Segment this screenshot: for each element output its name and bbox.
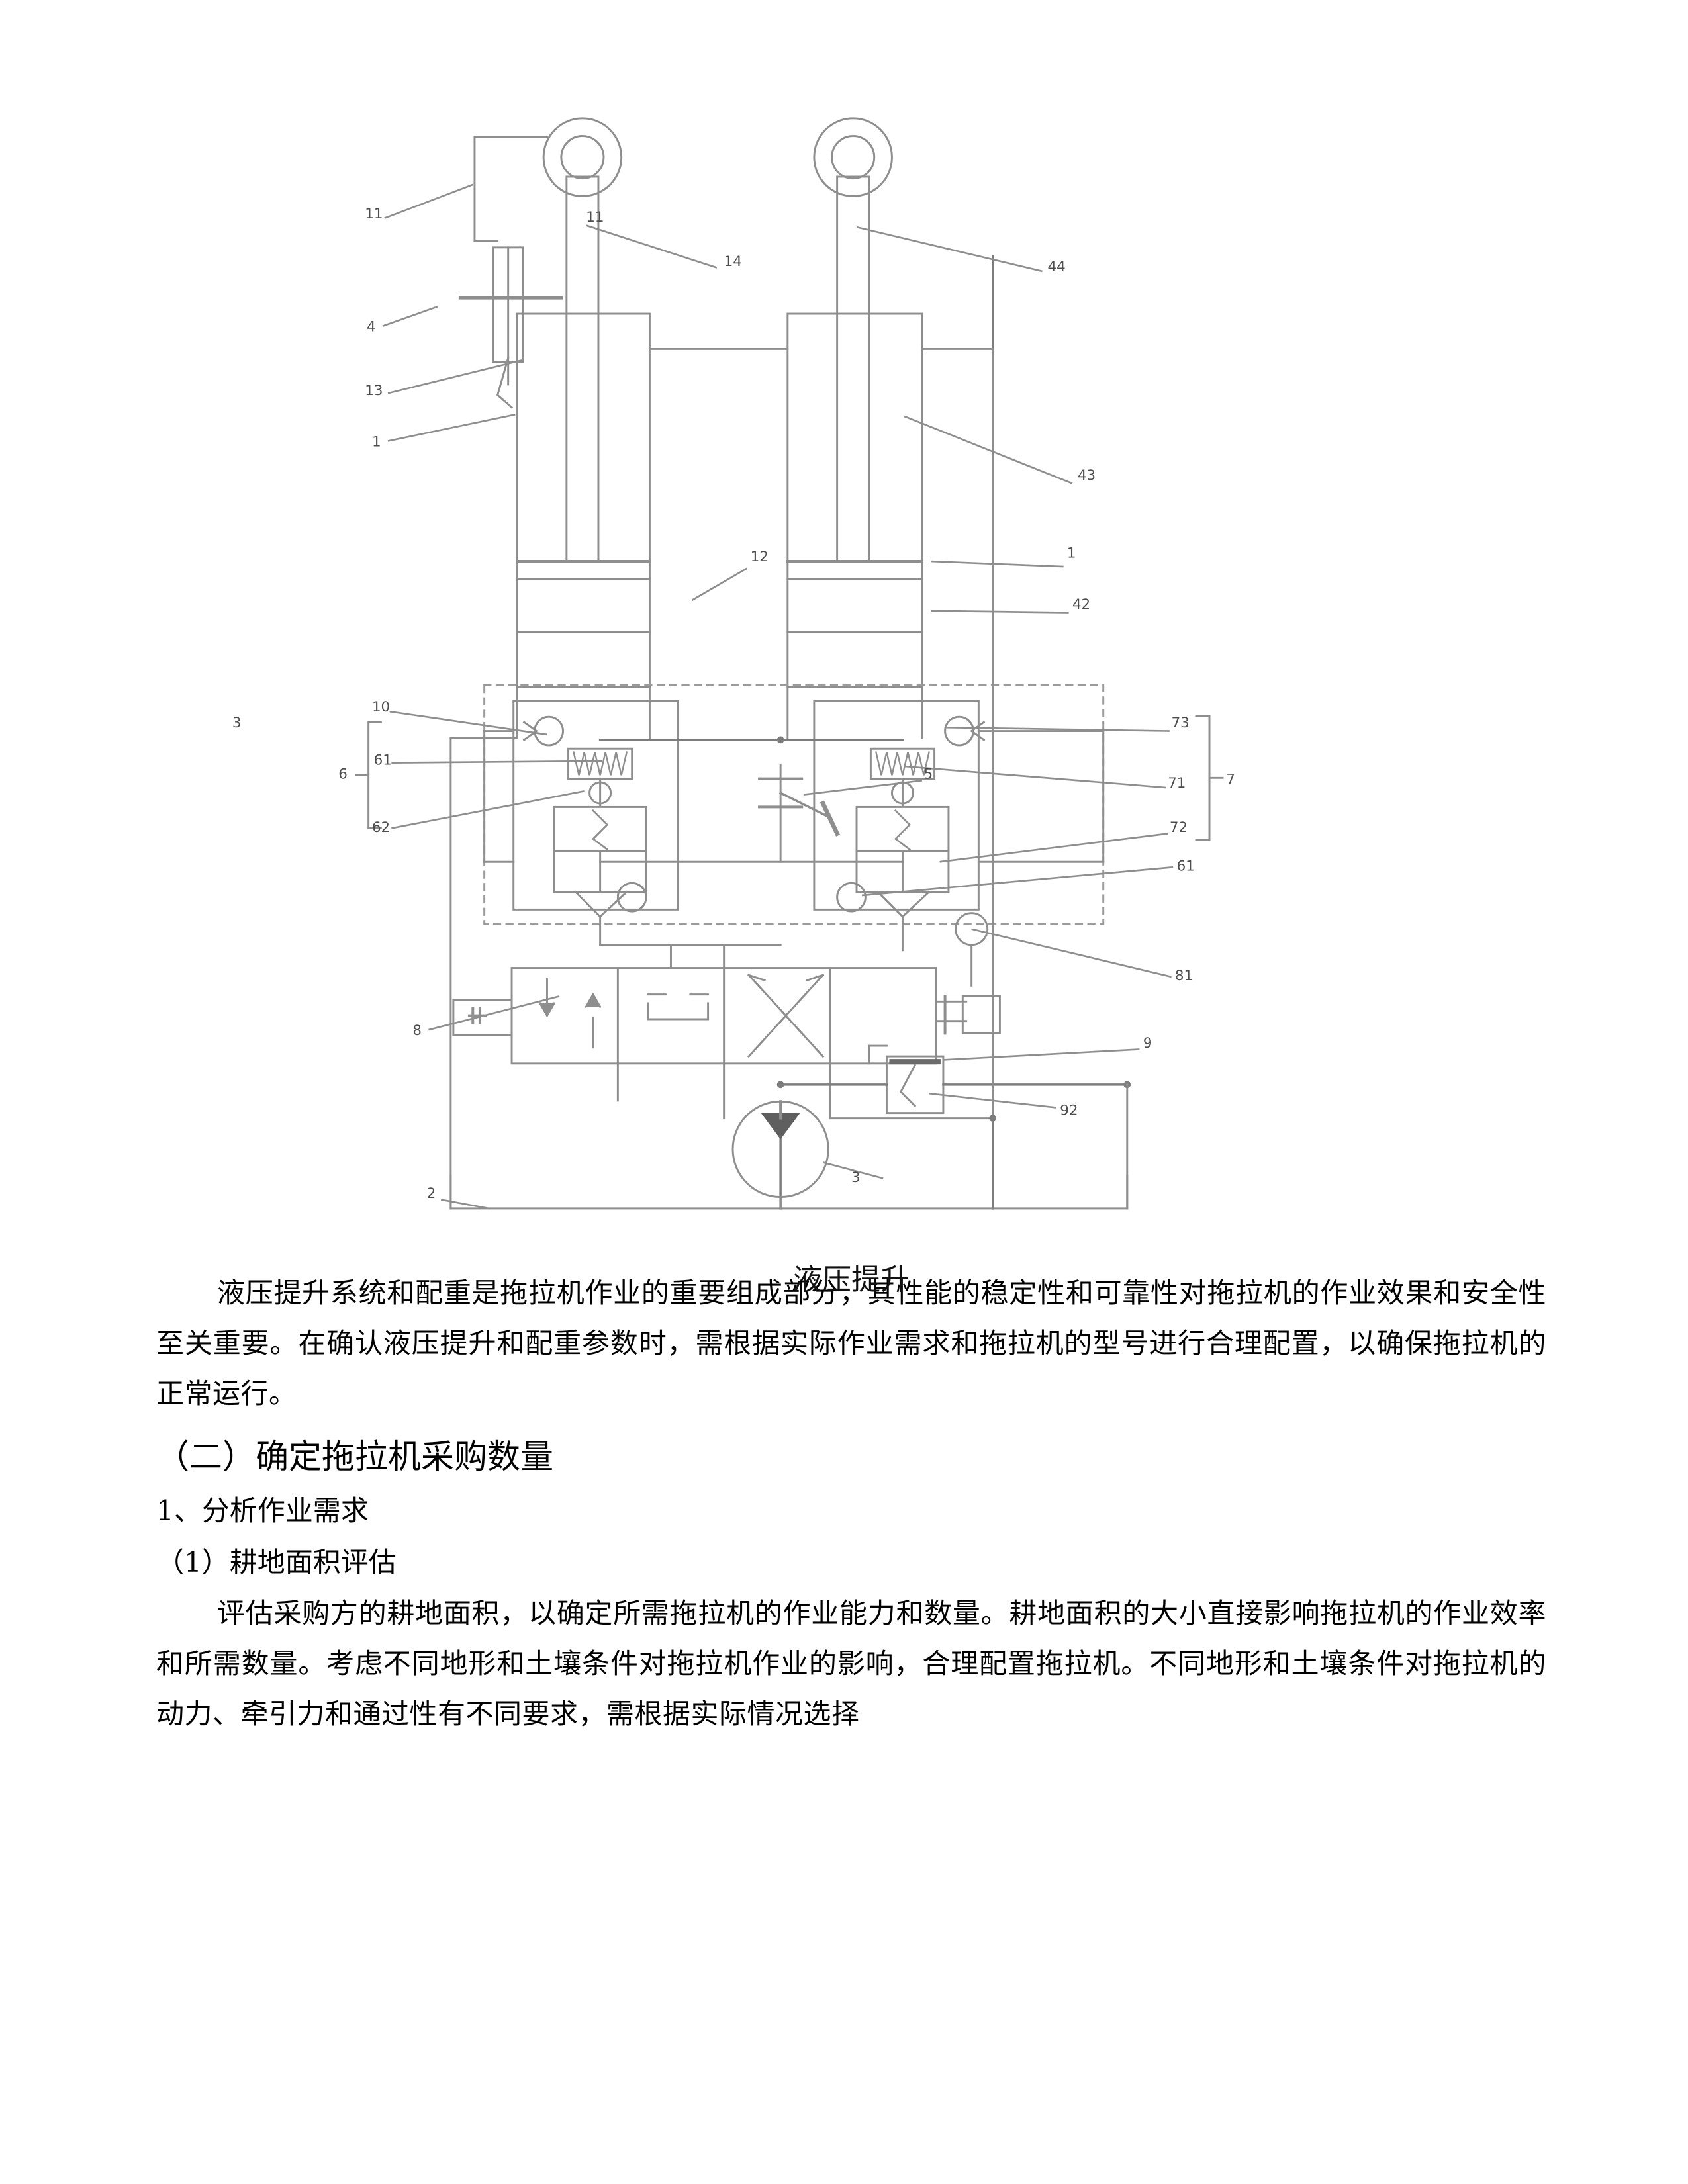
svg-text:11: 11 [586, 209, 604, 226]
leader-42 [931, 610, 1069, 614]
svg-text:13: 13 [365, 383, 383, 399]
leader-72 [939, 833, 1168, 863]
hydraulic-schematic-svg: 11 11 14 44 4 43 13 1 12 1 42 10 6 61 62… [232, 117, 1235, 1210]
figure-hydraulic-lift: 11 11 14 44 4 43 13 1 12 1 42 10 6 61 62… [156, 66, 1546, 1296]
svg-text:3: 3 [851, 1169, 861, 1186]
leader-14 [585, 224, 718, 269]
svg-text:11: 11 [365, 206, 383, 222]
leader-92 [929, 1092, 1057, 1109]
leader-12 [691, 567, 748, 601]
leader-73 [945, 726, 1170, 732]
leader-8 [428, 995, 560, 1031]
leader-41 [931, 560, 1064, 568]
heading-analyze-operation-demand: 1、分析作业需求 [156, 1494, 369, 1527]
figure-caption: 液压提升 [793, 1263, 910, 1297]
leader-13 [387, 359, 525, 394]
leader-43 [904, 415, 1073, 484]
leader-62 [391, 790, 585, 829]
svg-text:8: 8 [412, 1023, 422, 1039]
heading-determine-purchase-quantity: （二）确定拖拉机采购数量 [156, 1437, 553, 1476]
svg-text:6: 6 [338, 766, 348, 783]
leader-2 [440, 1199, 489, 1210]
svg-text:43: 43 [1078, 467, 1096, 484]
svg-text:9: 9 [1143, 1035, 1152, 1052]
leader-71 [904, 765, 1166, 789]
leader-9 [943, 1048, 1140, 1061]
svg-text:14: 14 [724, 253, 742, 270]
svg-text:4: 4 [367, 319, 376, 336]
leader-44 [856, 226, 1043, 273]
svg-text:1: 1 [1067, 545, 1076, 562]
leader-11 [384, 183, 473, 220]
leader-63 [391, 760, 602, 764]
svg-text:81: 81 [1175, 968, 1193, 984]
leader-1 [387, 414, 516, 442]
svg-text:42: 42 [1072, 596, 1090, 613]
leader-10 [389, 710, 547, 736]
paragraph-farmland-area-assessment: 评估采购方的耕地面积，以确定所需拖拉机的作业能力和数量。耕地面积的大小直接影响拖… [156, 1597, 1546, 1730]
svg-text:5: 5 [924, 766, 933, 783]
leader-3 [822, 1161, 884, 1179]
svg-text:71: 71 [1168, 775, 1186, 792]
svg-text:44: 44 [1048, 259, 1066, 275]
svg-text:92: 92 [1060, 1102, 1078, 1118]
leader-4 [382, 306, 438, 327]
svg-text:62: 62 [372, 819, 390, 836]
leader-61 [861, 866, 1174, 897]
page-content: 11 11 14 44 4 43 13 1 12 1 42 10 6 61 62… [156, 66, 1546, 1739]
svg-text:1: 1 [372, 433, 381, 450]
svg-text:72: 72 [1170, 819, 1188, 836]
svg-text:12: 12 [751, 549, 769, 565]
paragraph-hydraulic-lift-overview: 液压提升系统和配重是拖拉机作业的重要组成部分，其性能的稳定性和可靠性对拖拉机的作… [156, 1277, 1546, 1410]
svg-text:61: 61 [1177, 858, 1195, 875]
leader-81 [971, 928, 1172, 978]
svg-text:2: 2 [427, 1185, 436, 1202]
svg-text:73: 73 [1172, 715, 1190, 731]
svg-text:61: 61 [374, 752, 392, 768]
spacer [156, 1419, 1546, 1428]
svg-text:10: 10 [372, 699, 390, 715]
svg-text:7: 7 [1226, 772, 1235, 788]
leader-5 [803, 780, 923, 796]
heading-farmland-area-assessment: （1）耕地面积评估 [156, 1546, 397, 1578]
